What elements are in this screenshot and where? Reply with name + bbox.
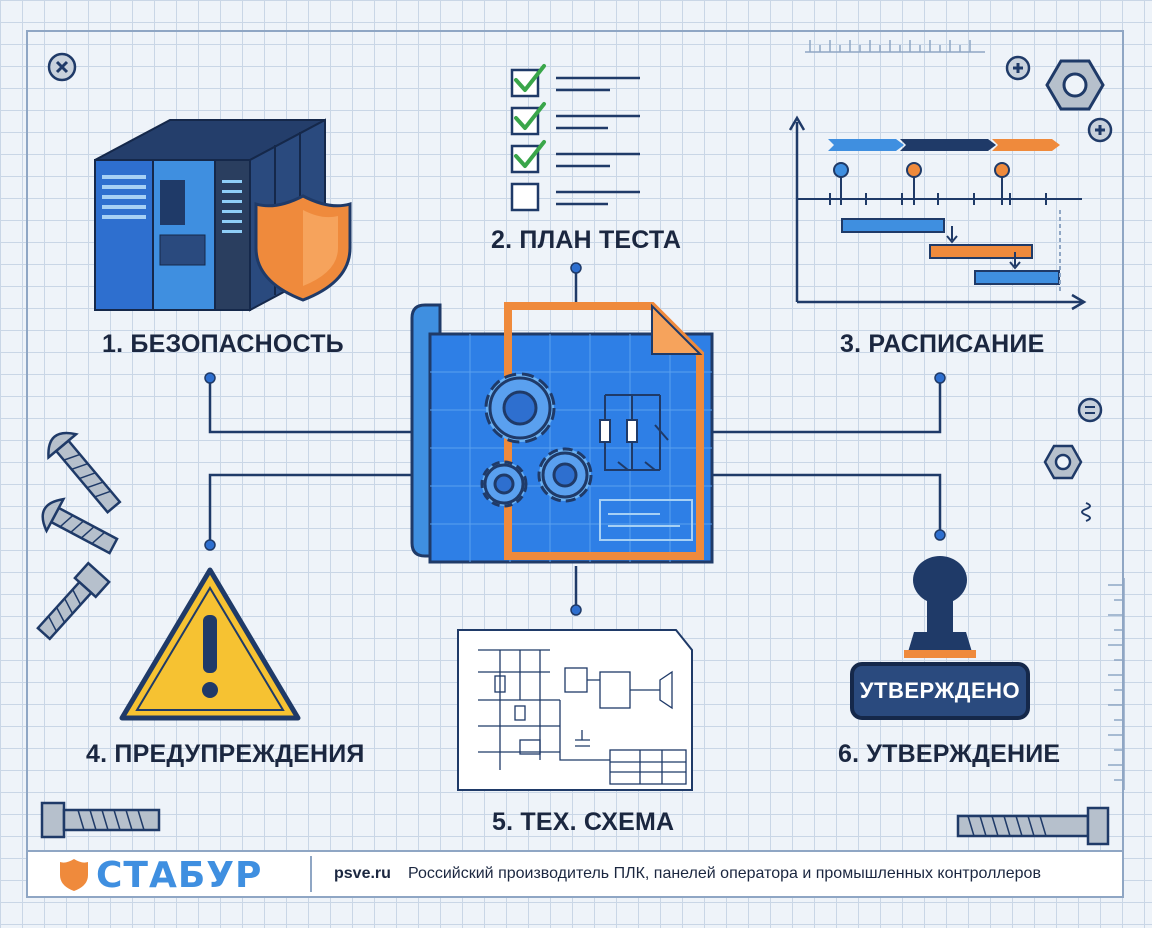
bolt-icon [36, 561, 111, 641]
bolt-icon [40, 801, 161, 839]
site-link[interactable]: psve.ru [334, 865, 391, 882]
stamp-icon [850, 556, 1030, 720]
brand-shield-icon [60, 859, 88, 891]
connector-dots [204, 262, 946, 616]
step-label-test-plan: 2. ПЛАН ТЕСТА [491, 226, 682, 254]
spring-icon [1081, 502, 1091, 522]
gear-icon [484, 372, 556, 444]
checkmark-icons [514, 64, 546, 168]
brand-logo[interactable]: СТАБУР [58, 854, 263, 896]
step-label-schedule: 3. РАСПИСАНИЕ [840, 330, 1045, 358]
blueprint-frame [26, 30, 1124, 898]
stamp-text: УТВЕРЖДЕНО [859, 678, 1021, 703]
screw-head-icon [47, 52, 77, 82]
schematic-icon [457, 629, 693, 791]
screw-head-icon [1077, 397, 1103, 423]
step-label-approval: 6. УТВЕРЖДЕНИЕ [838, 740, 1061, 768]
gear-icon [537, 447, 593, 503]
step-label-warnings: 4. ПРЕДУПРЕЖДЕНИЯ [86, 740, 365, 768]
gantt-chart-icon [788, 115, 1087, 311]
screw-icon [47, 431, 122, 514]
connector-lines [208, 268, 942, 610]
step-label-security: 1. БЕЗОПАСНОСТЬ [102, 330, 344, 358]
checklist-icon [510, 68, 640, 212]
brand-name: СТАБУР [96, 854, 263, 896]
warning-icon [119, 567, 301, 721]
footer-divider [310, 856, 312, 892]
blueprint-icon [410, 302, 714, 564]
nut-icon [1043, 444, 1083, 480]
step-label-tech-schema: 5. ТЕХ. СХЕМА [492, 808, 675, 836]
ruler-icon [1108, 578, 1125, 790]
bolt-icon [956, 806, 1110, 846]
footer-bar: СТАБУР psve.ru Российский производитель … [28, 850, 1122, 896]
nut-icon [1045, 59, 1105, 111]
screw-head-icon [1005, 55, 1031, 81]
footer-tagline: Российский производитель ПЛК, панелей оп… [408, 865, 1041, 882]
screw-icon [41, 497, 119, 555]
ruler-icon [805, 40, 985, 53]
screw-head-icon [1087, 117, 1113, 143]
gear-icon [480, 460, 528, 508]
shield-icon [254, 194, 352, 302]
